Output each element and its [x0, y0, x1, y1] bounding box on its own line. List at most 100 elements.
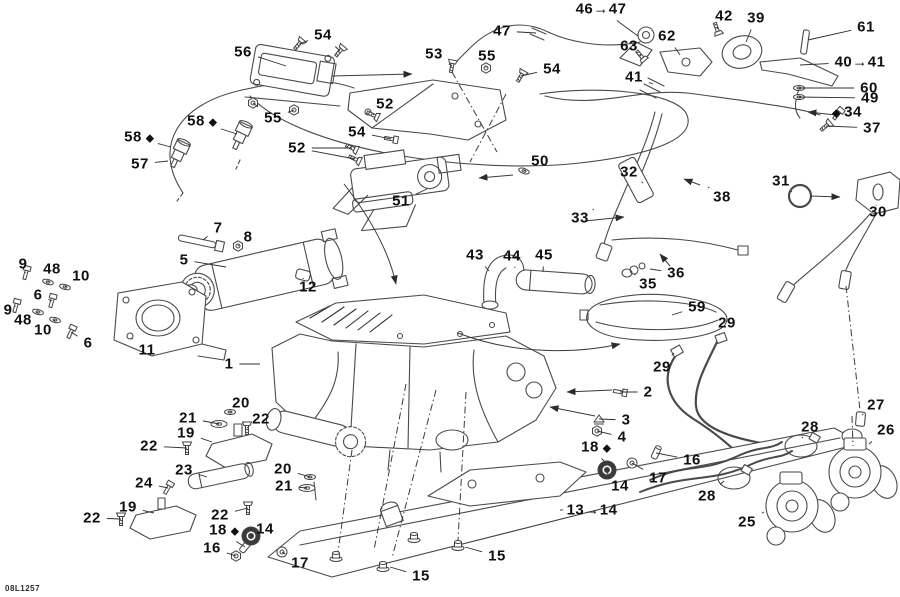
part-number-label: 29: [718, 315, 736, 332]
throttle-lever-drawing: [451, 24, 839, 119]
callout-29: 29: [718, 315, 736, 332]
part-number-label: 55: [478, 48, 496, 65]
callout-11: 11: [139, 342, 156, 359]
callout-56: 56: [234, 44, 252, 61]
part-number-label: 28: [698, 488, 716, 505]
callout-53: 53: [425, 46, 442, 63]
part-number-label: 24: [135, 475, 153, 492]
leader-line: [516, 31, 537, 34]
part-number-label: 4: [618, 429, 627, 446]
part-number-label: 52: [288, 140, 306, 157]
leader-line: [302, 277, 304, 280]
part-number-label: 17: [291, 555, 309, 572]
part-number-label: 46→47: [576, 1, 627, 18]
part-number-label: 18: [209, 522, 227, 539]
callout-32: 32: [620, 164, 637, 181]
callout-52: 52: [376, 96, 393, 113]
callout-16: 16: [683, 452, 700, 469]
choke-cable-drawing: [776, 171, 900, 427]
part-number-label: 20: [274, 461, 292, 478]
callout-18: 18◆: [209, 522, 239, 539]
part-number-label: 19: [119, 499, 137, 516]
throttle-body-drawing: [332, 149, 462, 232]
fnut-icon: [329, 551, 343, 562]
leader-line: [592, 208, 595, 211]
part-number-label: 41: [625, 69, 643, 86]
leader-line: [716, 27, 719, 30]
screw-icon: [712, 21, 725, 37]
callout-16: 16: [203, 540, 221, 557]
leader-line: [163, 446, 188, 449]
leader-line: [415, 188, 428, 195]
callout-9: 9: [19, 256, 27, 273]
callout-7: 7: [214, 220, 222, 237]
callout-31: 31: [772, 173, 789, 190]
part-number-label: 49: [861, 90, 879, 107]
part-number-label: 61: [857, 19, 875, 36]
callout-54: 54: [543, 61, 560, 78]
callout-61: 61: [857, 19, 875, 36]
leader-line: [861, 413, 864, 416]
bolt-icon: [162, 479, 176, 496]
part-number-label: 16: [203, 540, 221, 557]
engine-mounts-drawing: [129, 423, 317, 540]
leader-line: [198, 474, 208, 478]
callout-45: 45: [535, 247, 552, 264]
catalog-code: 08L1257: [5, 584, 40, 593]
fnut-icon: [376, 561, 390, 572]
callout-27: 27: [867, 397, 884, 414]
callout-37: 37: [863, 120, 880, 137]
callout-51: 51: [392, 193, 409, 210]
part-number-label: 34: [844, 104, 862, 121]
part-number-label: 58: [187, 113, 205, 130]
callout-42: 42: [715, 8, 732, 25]
leader-line: [616, 20, 639, 37]
leader-line: [598, 418, 616, 421]
leader-line: [371, 134, 392, 140]
leader-line: [596, 430, 612, 435]
spark-plug-icon: [170, 138, 191, 169]
leader-line: [287, 109, 295, 113]
clip-icon: [593, 414, 605, 425]
leader-line: [130, 337, 133, 340]
leader-line: [825, 125, 858, 128]
part-number-label: 56: [234, 44, 252, 61]
part-number-label: 3: [622, 412, 631, 429]
callout-49: 49: [861, 90, 879, 107]
leader-line: [639, 54, 642, 57]
part-number-label: 54: [314, 27, 332, 44]
callout-38: 38: [713, 189, 731, 206]
callout-21: 21: [179, 410, 197, 427]
part-number-label: 30: [869, 204, 887, 221]
callout-5: 5: [180, 252, 188, 269]
callout-14: 14: [611, 478, 628, 495]
callout-33: 33: [571, 210, 589, 227]
leader-line: [250, 534, 253, 537]
part-number-label: 63: [620, 38, 638, 55]
bolt-icon: [12, 297, 22, 314]
part-number-label: 22: [140, 438, 158, 455]
leader-line: [202, 420, 220, 425]
leader-line: [633, 273, 636, 276]
bolt-icon: [383, 135, 400, 145]
callout-62: 62: [658, 28, 675, 45]
carburetors-drawing: [717, 431, 898, 546]
callout-63: 63: [620, 38, 638, 55]
part-number-label: 54: [348, 124, 366, 141]
part-number-label: 2: [644, 384, 653, 401]
part-number-label: 21: [179, 410, 197, 427]
leader-line: [448, 63, 453, 67]
part-number-label: 33: [571, 210, 589, 227]
callout-9: 9: [4, 302, 12, 319]
part-number-label: 18: [581, 439, 599, 456]
leader-line: [520, 71, 538, 77]
screw-icon: [515, 67, 529, 84]
part-number-label: 14: [256, 521, 274, 538]
part-number-label: 11: [139, 342, 156, 359]
part-number-label: 38: [713, 189, 731, 206]
part-number-label: 22: [252, 411, 270, 428]
callout-39: 39: [747, 10, 764, 27]
upper-bracket-drawing: [347, 79, 507, 141]
engine-block-drawing: [265, 254, 596, 473]
callout-58: 58◆: [187, 113, 217, 130]
